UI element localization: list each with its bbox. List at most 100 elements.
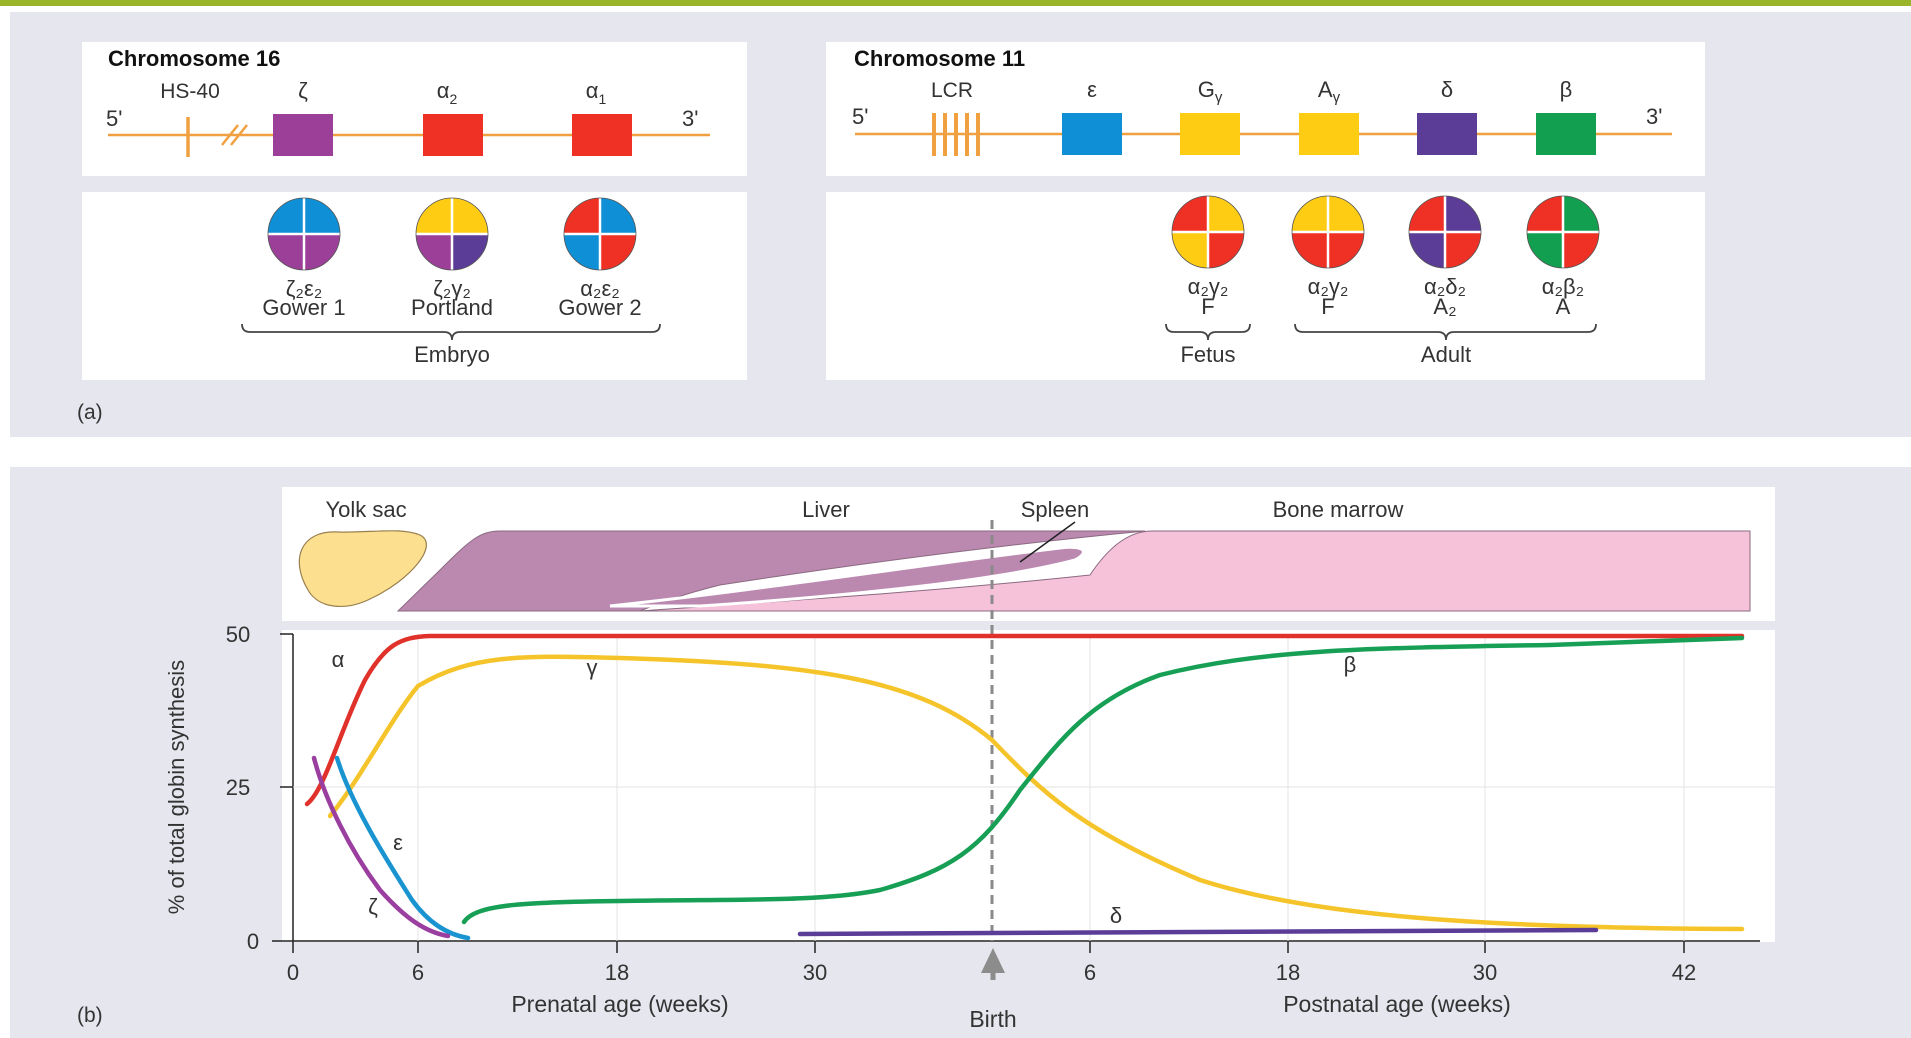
- hemoglobin-subunit: [1445, 232, 1481, 268]
- alpha-curve-label: α: [332, 647, 345, 672]
- x-tick-label: 18: [605, 960, 629, 985]
- gene-label: δ: [1441, 77, 1453, 102]
- chr16-five-prime: 5': [106, 106, 122, 131]
- hemoglobin-subunit: [1527, 232, 1563, 268]
- beta-curve-label: β: [1344, 652, 1357, 677]
- adult-label: Adult: [1421, 342, 1471, 367]
- hemoglobin-circle: [1526, 195, 1600, 269]
- top-accent-bar: [0, 0, 1911, 6]
- yolk-sac-region: [298, 530, 427, 607]
- gene-box: [1417, 113, 1477, 155]
- x-tick-label: 30: [803, 960, 827, 985]
- zeta-gene-box: [273, 114, 333, 156]
- hemoglobin-name: Portland: [411, 295, 493, 320]
- hemoglobin-subunit: [1527, 196, 1563, 232]
- panel-a-label: (a): [77, 401, 103, 424]
- plot-area: [282, 630, 1775, 942]
- gridlines: [282, 634, 1775, 941]
- gene-label: β: [1560, 77, 1573, 102]
- site-bone-marrow: Bone marrow: [1273, 497, 1404, 522]
- hemoglobin-subunit: [1328, 196, 1364, 232]
- alpha2-gene-label: α2: [437, 78, 458, 107]
- chr16-break-mark: [221, 124, 248, 146]
- gamma-curve-label: γ: [587, 655, 598, 680]
- x-axis-label-prenatal: Prenatal age (weeks): [511, 991, 728, 1017]
- epsilon-curve-label: ε: [393, 830, 403, 855]
- hemoglobin-subunit: [304, 234, 340, 270]
- hemoglobin-subunit: [304, 198, 340, 234]
- hemoglobin-subunit: [1563, 196, 1599, 232]
- hemoglobin-subunit: [600, 198, 636, 234]
- spleen-region: [609, 545, 1085, 608]
- embryo-brace: [241, 323, 661, 341]
- hemoglobin-formula: α₂ε₂: [580, 276, 620, 301]
- x-tick-label: 6: [412, 960, 424, 985]
- hemoglobin-subunit: [1208, 232, 1244, 268]
- hemoglobin-formula: α₂γ₂: [1188, 274, 1229, 299]
- fetus-label: Fetus: [1180, 342, 1235, 367]
- hemoglobin-subunit: [1445, 196, 1481, 232]
- hemoglobin-name: Gower 2: [558, 295, 641, 320]
- hemoglobin-subunit: [1328, 232, 1364, 268]
- birth-label: Birth: [969, 1006, 1016, 1032]
- gene-box: [1536, 113, 1596, 155]
- hemoglobin-name: F: [1201, 294, 1214, 319]
- zeta-gene-label: ζ: [298, 78, 308, 103]
- hemoglobin-name: A: [1556, 294, 1571, 319]
- hemoglobin-circle: [1291, 195, 1365, 269]
- alpha1-gene-label: α1: [586, 78, 607, 107]
- alpha1-gene-box: [572, 114, 632, 156]
- zeta-curve-label: ζ: [368, 894, 378, 919]
- lcr-marker: [932, 113, 980, 156]
- curves-group: [304, 633, 1745, 941]
- y-tick-0: 0: [247, 929, 259, 954]
- chr16-three-prime: 3': [682, 106, 698, 131]
- hemoglobin-subunit: [268, 234, 304, 270]
- hemoglobin-subunit: [416, 234, 452, 270]
- hemoglobin-subunit: [416, 198, 452, 234]
- fetus-brace: [1165, 323, 1251, 341]
- delta-curve: [797, 927, 1599, 937]
- adult-brace: [1294, 323, 1597, 341]
- hemoglobin-formula: α₂γ₂: [1308, 274, 1349, 299]
- hemoglobin-circle: [1408, 195, 1482, 269]
- chr11-three-prime: 3': [1646, 104, 1662, 129]
- delta-curve-label: δ: [1110, 903, 1122, 928]
- lcr-label: LCR: [931, 79, 973, 102]
- chr16-gene-card: [82, 42, 747, 176]
- hemoglobin-subunit: [452, 234, 488, 270]
- gene-box: [1062, 113, 1122, 155]
- hemoglobin-name: F: [1321, 294, 1334, 319]
- embryo-label: Embryo: [414, 342, 490, 367]
- x-tick-label: 18: [1276, 960, 1300, 985]
- liver-region: [396, 530, 1146, 612]
- site-yolk-sac: Yolk sac: [325, 497, 406, 522]
- chr16-hemoglobin-card: [82, 192, 747, 380]
- gene-box: [1299, 113, 1359, 155]
- panel-b-label: (b): [77, 1004, 103, 1027]
- hemoglobin-circle: [415, 197, 489, 271]
- hs40-label: HS-40: [160, 80, 220, 103]
- hemoglobin-formula: ζ₂γ₂: [433, 276, 471, 301]
- hemoglobin-circle: [1171, 195, 1245, 269]
- hemoglobin-circle: [563, 197, 637, 271]
- zeta-curve: [311, 755, 451, 939]
- site-spleen: Spleen: [1021, 497, 1090, 522]
- hemoglobin-subunit: [564, 234, 600, 270]
- hemoglobin-formula: ζ₂ε₂: [286, 276, 323, 301]
- y-axis-label: % of total globin synthesis: [164, 660, 189, 914]
- x-axis-label-postnatal: Postnatal age (weeks): [1283, 991, 1511, 1017]
- hemoglobin-subunit: [564, 198, 600, 234]
- hemoglobin-subunit: [1172, 196, 1208, 232]
- x-tick-label: 6: [1084, 960, 1096, 985]
- x-tick-label: 42: [1672, 960, 1696, 985]
- alpha-curve: [304, 633, 1745, 807]
- hemoglobin-formula: α₂β₂: [1542, 274, 1584, 299]
- chr11-title: Chromosome 11: [854, 46, 1025, 71]
- gene-box: [1180, 113, 1240, 155]
